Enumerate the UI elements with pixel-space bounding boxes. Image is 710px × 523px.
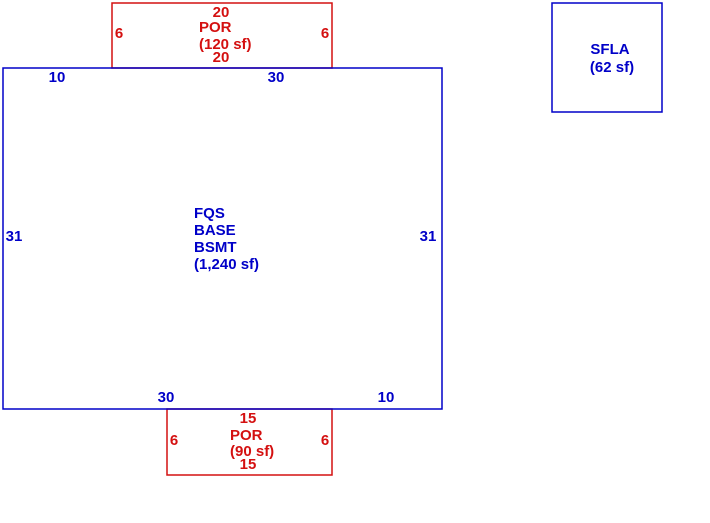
main-area-outline <box>2 67 443 410</box>
top-porch-dim-left: 6 <box>115 25 123 42</box>
top-porch-label: POR <box>199 19 232 36</box>
bottom-porch-dim-top: 15 <box>240 410 257 427</box>
top-porch-area: 20 6 6 POR (120 sf) 20 <box>111 2 333 69</box>
top-porch-area-value: (120 sf) <box>199 36 252 53</box>
bottom-porch-label: POR <box>230 427 263 444</box>
main-area-code-2: BASE <box>194 222 236 239</box>
main-dim-bottom-left: 30 <box>158 389 175 406</box>
bottom-porch-area-value: (90 sf) <box>230 443 274 460</box>
bottom-porch-dim-left: 6 <box>170 432 178 449</box>
side-sfla-area: SFLA (62 sf) <box>551 2 663 113</box>
main-base-area: 10 30 31 31 30 10 FQS BASE BSMT (1,240 s… <box>2 67 443 410</box>
main-area-value: (1,240 sf) <box>194 256 259 273</box>
side-area-label: SFLA <box>590 41 629 58</box>
bottom-porch-dim-right: 6 <box>321 432 329 449</box>
side-area-outline <box>551 2 663 113</box>
top-porch-dim-right: 6 <box>321 25 329 42</box>
side-area-value: (62 sf) <box>590 59 634 76</box>
main-area-code-3: BSMT <box>194 239 237 256</box>
bottom-porch-dim-bottom: 15 <box>240 456 257 473</box>
main-dim-right: 31 <box>420 228 437 245</box>
main-dim-top-right: 30 <box>268 69 285 86</box>
main-dim-left: 31 <box>6 228 23 245</box>
top-porch-dim-top: 20 <box>213 4 230 21</box>
main-area-code-1: FQS <box>194 205 225 222</box>
bottom-porch-area: 15 POR 6 6 (90 sf) 15 <box>166 408 333 476</box>
main-dim-bottom-right: 10 <box>378 389 395 406</box>
main-dim-top-left: 10 <box>49 69 66 86</box>
top-porch-dim-bottom: 20 <box>213 49 230 66</box>
